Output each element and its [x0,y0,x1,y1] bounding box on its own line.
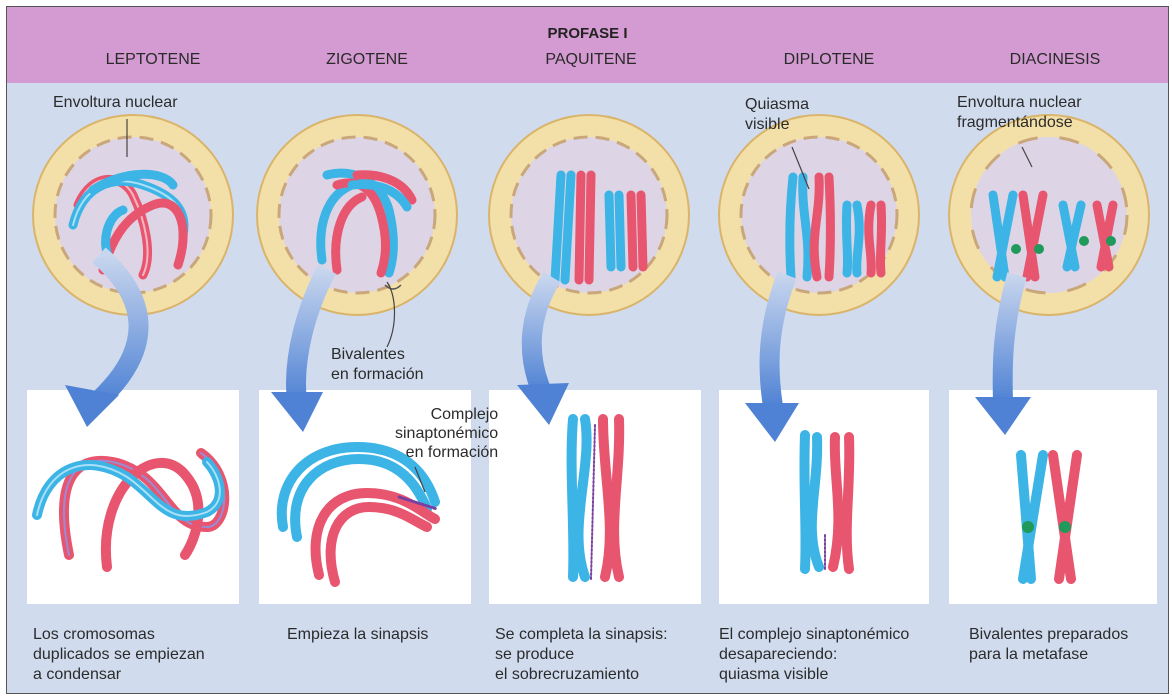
zoom-diplotene [804,435,849,569]
label-nuclear-envelope: Envoltura nuclear [53,93,178,113]
label-chiasma-visible: Quiasma visible [745,95,809,135]
caption-zigotene: Empieza la sinapsis [287,625,428,645]
caption-leptotene: Los cromosomas duplicados se empiezan a … [33,625,205,685]
zoom-leptotene [37,453,224,567]
prophase-diagram: PROFASE I LEPTOTENE ZIGOTENE PAQUITENE D… [6,6,1169,694]
zoom-zigotene [282,447,437,582]
chiasma-markers [1022,521,1071,533]
caption-diplotene: El complejo sinaptonémico desapareciendo… [719,625,909,685]
cell-paquitene [489,115,689,315]
cell-diplotene [719,115,919,315]
zoom-paquitene [572,419,620,579]
zoom-diacinesis [1021,455,1077,579]
label-envelope-fragmenting: Envoltura nuclear fragmentándose [957,93,1082,133]
label-synaptonemal-forming: Complejo sinaptonémico en formación [395,405,498,462]
caption-diacinesis: Bivalentes preparados para la metafase [969,625,1128,665]
cell-zigotene [257,115,457,315]
caption-paquitene: Se completa la sinapsis: se produce el s… [495,625,668,685]
cell-diacinesis [949,115,1149,315]
label-bivalents-forming: Bivalentes en formación [331,345,424,385]
